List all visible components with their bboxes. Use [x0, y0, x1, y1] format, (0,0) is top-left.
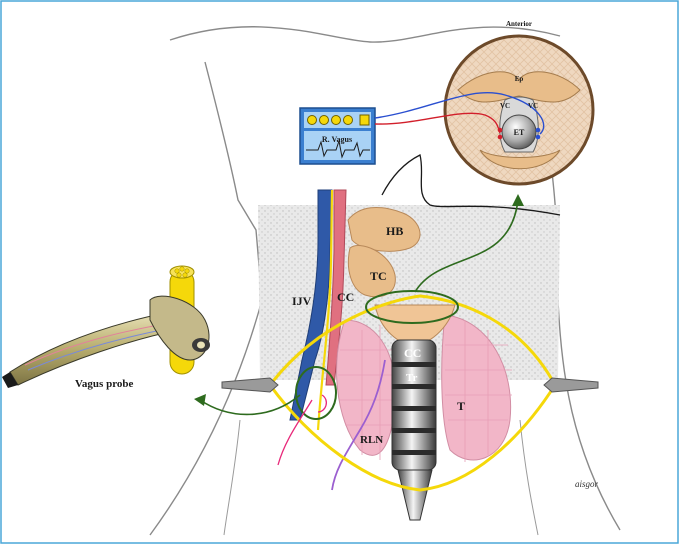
label-hyoid: HB [386, 224, 403, 238]
label-epiglottis: Ep [515, 75, 524, 83]
arrow-head-left [194, 394, 206, 406]
endotracheal-tube-lower [398, 470, 432, 520]
retractor-left [222, 378, 278, 392]
retractor-right [544, 378, 598, 392]
label-vocal-cord-left: VC [500, 102, 510, 110]
arrow-to-probe [200, 395, 300, 414]
torso-inner-line-right [520, 420, 538, 535]
label-thyroid: T [457, 399, 465, 413]
label-common-carotid: CC [337, 290, 354, 304]
label-vocal-cord-right: VC [528, 102, 538, 110]
torso-inner-line-left [224, 420, 240, 535]
label-cricoid-cartilage: CC [404, 346, 421, 360]
arrow-head-up [512, 194, 524, 206]
label-vagus-probe: Vagus probe [75, 378, 134, 390]
label-thyroid-cartilage: TC [370, 269, 387, 283]
label-monitor: R. Vagus [322, 135, 352, 144]
signature: aisgor [575, 479, 599, 489]
label-trachea: Tr [406, 372, 418, 384]
label-recurrent-laryngeal-nerve: RLN [360, 434, 383, 446]
laryngoscopic-view [445, 36, 593, 184]
label-internal-jugular-vein: IJV [292, 294, 312, 308]
label-anterior: Anterior [506, 20, 532, 28]
label-endotracheal-tube: ET [514, 128, 525, 137]
vagus-probe [2, 266, 210, 388]
